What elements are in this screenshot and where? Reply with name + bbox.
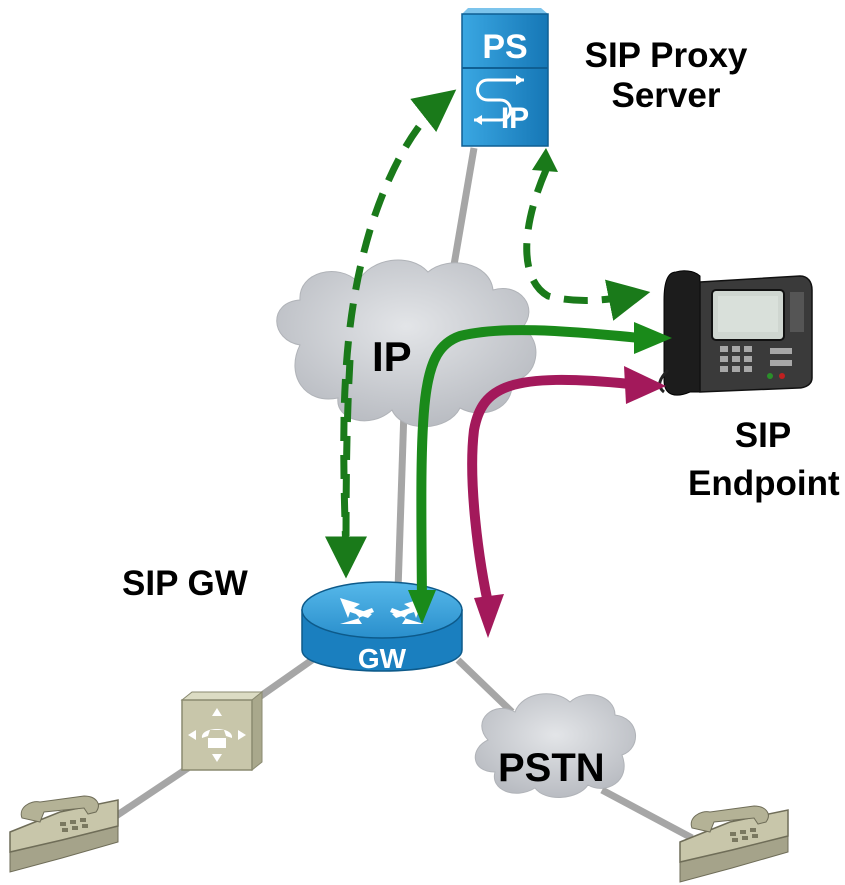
- signaling-arrow-gw-to-proxy: [340, 89, 457, 556]
- server-ip-text: IP: [501, 102, 529, 135]
- link-router-pstn: [455, 657, 515, 715]
- signaling-flows: [340, 89, 651, 556]
- pstn-cloud-icon: [474, 693, 637, 798]
- proxy-label-line1: SIP Proxy: [584, 36, 748, 75]
- server-ps-text: PS: [482, 28, 527, 66]
- link-pstn-phone: [600, 786, 694, 842]
- sip-endpoint-label: SIP Endpoint: [688, 416, 840, 504]
- pbx-switch-icon: [180, 690, 264, 772]
- sip-gw-label: SIP GW: [122, 564, 248, 603]
- pstn-cloud-label: PSTN: [498, 746, 605, 790]
- analog-phone-icon-left: [9, 795, 119, 873]
- endpoint-label-line2: Endpoint: [688, 464, 840, 503]
- proxy-label-line2: Server: [611, 76, 721, 115]
- media-flow-green: [408, 322, 672, 624]
- signaling-arrowhead-proxy: [532, 148, 558, 172]
- link-ip-router: [394, 409, 408, 591]
- media-flow-magenta: [467, 366, 666, 638]
- link-router-pbx: [252, 657, 315, 703]
- sip-proxy-server-icon: PS IP: [461, 8, 549, 147]
- signaling-arrow-proxy-to-endpoint: [523, 168, 651, 321]
- ip-phone-icon: [658, 270, 813, 396]
- analog-phone-icon-right: [679, 805, 789, 883]
- router-gw-text: GW: [358, 643, 407, 674]
- ip-cloud-label: IP: [372, 333, 412, 380]
- proxy-server-label: SIP Proxy Server: [578, 36, 754, 116]
- link-pbx-phone: [108, 765, 190, 823]
- endpoint-label-line1: SIP: [734, 416, 792, 455]
- router-icon: GW: [301, 581, 463, 674]
